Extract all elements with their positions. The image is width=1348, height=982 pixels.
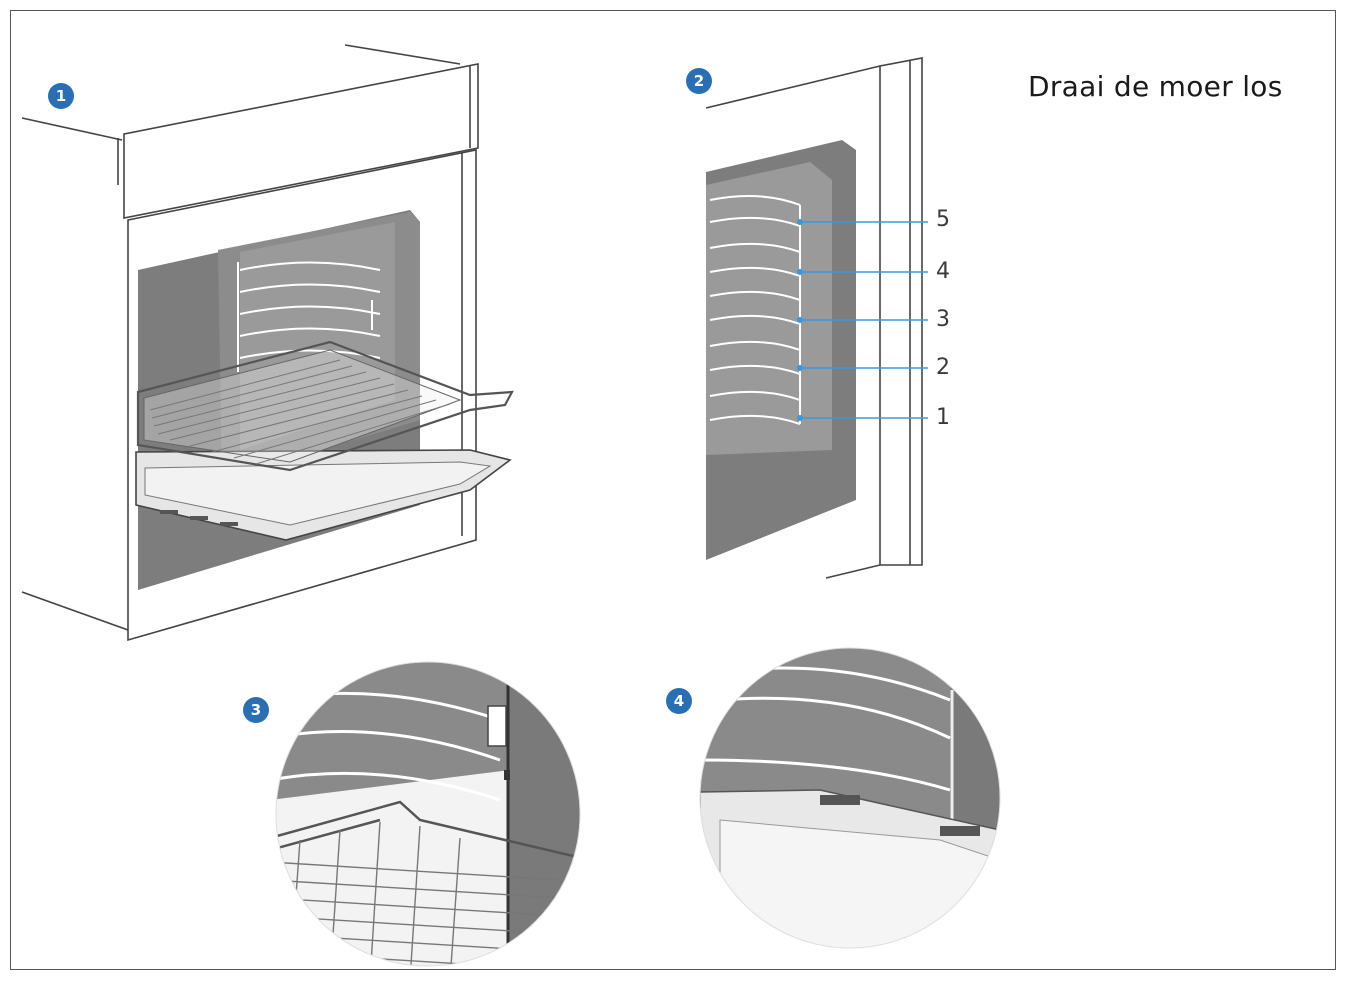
panel-2-shelf-levels	[705, 57, 928, 579]
level-5-label: 5	[936, 207, 950, 232]
instruction-title: Draai de moer los	[1028, 70, 1283, 103]
step-2-badge: 2	[686, 68, 712, 94]
step-4-badge: 4	[666, 688, 692, 714]
level-1-label: 1	[936, 405, 950, 430]
step-3-badge: 3	[243, 697, 269, 723]
step-1-badge: 1	[48, 83, 74, 109]
level-3-label: 3	[936, 307, 950, 332]
figure-frame	[10, 10, 1336, 970]
panel-4-tray-detail	[699, 647, 1001, 949]
panel-3-rack-detail	[275, 661, 581, 967]
level-4-label: 4	[936, 259, 950, 284]
level-2-label: 2	[936, 355, 950, 380]
panel-1-oven-overview	[21, 44, 514, 642]
